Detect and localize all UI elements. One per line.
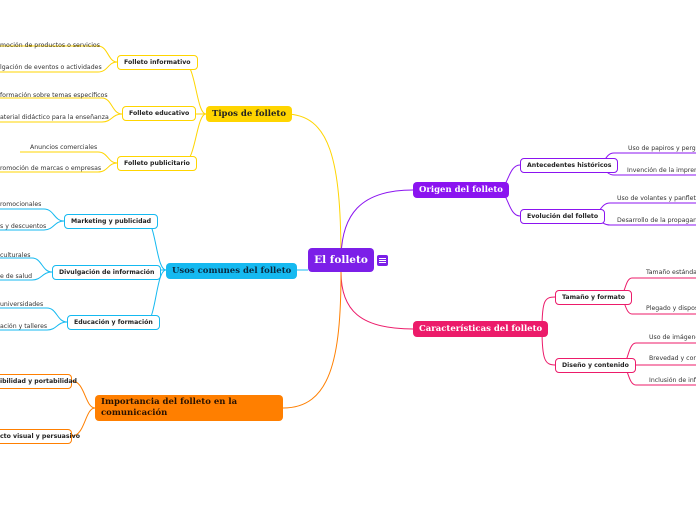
leaf-capacitacion-talleres[interactable]: ación y talleres (0, 323, 48, 330)
topic-tipos-de-folleto[interactable]: Tipos de folleto (206, 106, 293, 122)
topic-origen[interactable]: Origen del folleto (413, 182, 509, 198)
leaf-informacion-temas[interactable]: formación sobre temas específicos (0, 92, 108, 99)
subtopic-folleto-educativo[interactable]: Folleto educativo (122, 106, 197, 121)
topic-importancia-line1: Importancia del folleto en la (101, 397, 238, 407)
leaf-invencion-imprenta[interactable]: Invención de la imprenta (627, 167, 696, 174)
leaf-culturales[interactable]: culturales (0, 252, 31, 259)
central-topic[interactable]: El folleto (308, 248, 374, 272)
subtopic-educacion-formacion[interactable]: Educación y formación (67, 315, 160, 330)
leaf-tamano-estandar[interactable]: Tamaño estándar (646, 269, 696, 276)
leaf-brevedad-concision[interactable]: Brevedad y conci (649, 355, 696, 362)
leaf-divulgacion-eventos[interactable]: lgación de eventos o actividades (0, 64, 102, 71)
leaf-desarrollo-propaganda[interactable]: Desarrollo de la propaganda (617, 217, 696, 224)
topic-importancia-line2: comunicación (101, 408, 168, 418)
topic-caracteristicas[interactable]: Características del folleto (413, 321, 549, 337)
subtopic-diseno-contenido[interactable]: Diseño y contenido (555, 358, 636, 373)
subtopic-tamano-formato[interactable]: Tamaño y formato (555, 290, 633, 305)
subtopic-folleto-informativo[interactable]: Folleto informativo (117, 55, 198, 70)
leaf-inclusion-informacion[interactable]: Inclusión de infor (649, 377, 696, 384)
subtopic-divulgacion-informacion[interactable]: Divulgación de información (52, 265, 162, 280)
leaf-uso-papiros[interactable]: Uso de papiros y pergam (628, 145, 696, 152)
leaf-plegado-disposicion[interactable]: Plegado y disposi (646, 305, 696, 312)
topic-importancia[interactable]: Importancia del folleto en la comunicaci… (95, 395, 283, 421)
leaf-anuncios-comerciales[interactable]: Anuncios comerciales (30, 144, 98, 151)
leaf-material-didactico[interactable]: aterial didáctico para la enseñanza (0, 114, 109, 121)
subtopic-marketing-publicidad[interactable]: Marketing y publicidad (64, 214, 159, 229)
subtopic-accesibilidad-portabilidad[interactable]: ibilidad y portabilidad (0, 374, 77, 389)
leaf-uso-imagenes[interactable]: Uso de imágenes (649, 334, 696, 341)
leaf-promocionales[interactable]: romocionales (0, 201, 42, 208)
subtopic-folleto-publicitario[interactable]: Folleto publicitario (117, 156, 197, 171)
leaf-promocion-productos[interactable]: moción de productos o servicios (0, 42, 100, 49)
subtopic-evolucion-folleto[interactable]: Evolución del folleto (520, 209, 606, 224)
subtopic-antecedentes-historicos[interactable]: Antecedentes históricos (520, 158, 619, 173)
leaf-volantes-panfletos[interactable]: Uso de volantes y panfletos (617, 195, 696, 202)
leaf-promocion-marcas[interactable]: romoción de marcas o empresas (0, 165, 102, 172)
leaf-salud[interactable]: e de salud (0, 273, 33, 280)
subtopic-impacto-visual[interactable]: cto visual y persuasivo (0, 429, 80, 444)
list-icon[interactable] (377, 255, 388, 266)
leaf-universidades[interactable]: universidades (0, 301, 44, 308)
leaf-ofertas-descuentos[interactable]: s y descuentos (0, 223, 47, 230)
topic-usos-comunes[interactable]: Usos comunes del folleto (166, 263, 298, 279)
